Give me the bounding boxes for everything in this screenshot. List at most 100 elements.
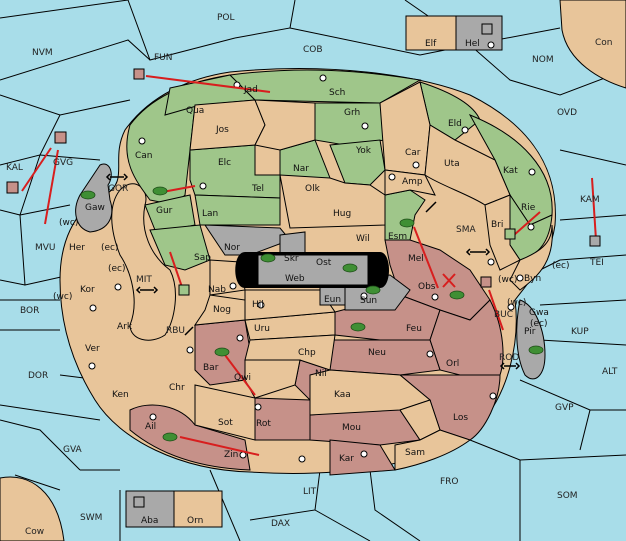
province-label: Neu [368, 348, 386, 358]
province-label: Hug [333, 209, 351, 219]
prov-sam [394, 429, 472, 471]
province-label: Hel [465, 39, 480, 49]
sea-label: GVP [555, 403, 574, 413]
sea-label: ROD [499, 353, 519, 363]
province-label: Feu [406, 324, 422, 334]
sea-label: TEI [589, 258, 604, 268]
prov-ail-zin [129, 404, 251, 471]
province-label: Kar [339, 454, 354, 464]
province-label: Gur [156, 206, 173, 216]
prov-nor [204, 224, 291, 256]
province-label: Esm [388, 232, 407, 242]
province-label: Ver [85, 344, 100, 354]
province-label: Sap [194, 253, 211, 263]
province-label: Rot [256, 419, 271, 429]
prov-uta [424, 124, 511, 206]
province-label: Elf [425, 39, 437, 49]
sea-label: COB [303, 45, 323, 55]
prov-sot [194, 384, 256, 441]
province-label: (ec) [108, 264, 126, 274]
province-label: Sam [405, 448, 425, 458]
province-label: Kaa [334, 390, 351, 400]
sea-label: MIT [136, 275, 152, 285]
sea-label: POL [217, 13, 235, 23]
sea-label: FRO [440, 477, 459, 487]
province-label: Nab [208, 285, 226, 295]
sea-label: KAM [580, 195, 600, 205]
supply-centers [88, 41, 536, 463]
province-label: Yok [355, 146, 372, 156]
province-label: Car [405, 148, 421, 158]
province-label: Los [453, 413, 468, 423]
province-label: Nog [213, 305, 231, 315]
prov-gaw [75, 163, 113, 233]
sea-label: SWM [80, 513, 102, 523]
province-label: Ail [145, 422, 156, 432]
province-label: Olk [305, 184, 321, 194]
province-label: (ec) [552, 261, 570, 271]
sea-label: NOM [532, 55, 554, 65]
prov-web-ost-inner [257, 254, 369, 286]
province-label: Nor [224, 243, 240, 253]
prov-pir [516, 299, 546, 380]
province-labels: Elf Hel Jad Sch Qua Jos Grh Eld Can Yok … [53, 39, 570, 526]
sea-label: LIT [303, 487, 317, 497]
province-label: Zin [224, 450, 238, 460]
province-label: Amp [402, 177, 423, 187]
province-label: Nar [293, 164, 309, 174]
province-label: Hil [252, 300, 264, 310]
province-label: Sch [329, 88, 345, 98]
province-label: Jad [243, 85, 258, 95]
prov-elc-tel [189, 144, 281, 199]
sea-label: RBU [166, 326, 185, 336]
sea-label: KUP [571, 327, 589, 337]
province-label: Wil [356, 234, 370, 244]
province-label: Lan [202, 209, 218, 219]
province-label: Rie [521, 203, 536, 213]
prov-chp [244, 334, 336, 371]
sea-label: FUN [154, 53, 173, 63]
sea-label: SOM [557, 491, 578, 501]
province-label: (wc) [53, 292, 72, 302]
island-elf [405, 15, 457, 51]
sea-label: MVU [35, 243, 56, 253]
province-label: Obs [418, 282, 436, 292]
province-label: Pir [524, 327, 536, 337]
province-label: Bri [491, 220, 503, 230]
province-label: Ken [112, 390, 129, 400]
continent [59, 68, 556, 476]
province-label: Orn [187, 516, 203, 526]
province-label: Sun [360, 296, 377, 306]
province-label: Uru [254, 324, 270, 334]
sea-label: BOR [20, 306, 39, 316]
prov-lan-zone [194, 194, 281, 226]
province-label: Gwa [529, 308, 549, 318]
province-label: Elc [218, 158, 231, 168]
sea-label: ALT [602, 367, 618, 377]
units [6, 23, 601, 508]
sea-label: SMA [456, 225, 476, 235]
sea-label: GVG [53, 158, 73, 168]
sea-label: GOR [108, 184, 128, 194]
prov-amp [384, 169, 436, 196]
province-label: Eld [448, 119, 462, 129]
prov-byn [509, 224, 553, 291]
province-label: Kat [503, 166, 518, 176]
sea-label: KAL [6, 163, 23, 173]
sea-label: NVM [32, 48, 53, 58]
prov-eld [419, 81, 481, 141]
province-label: Mel [408, 254, 424, 264]
province-label: Chp [298, 348, 316, 358]
island-orn [173, 490, 223, 528]
province-label: Mou [342, 423, 361, 433]
province-label: Qwi [234, 373, 251, 383]
province-label: Orl [446, 359, 459, 369]
prov-jos-east [254, 99, 316, 151]
province-label: Ost [316, 258, 332, 268]
sea-labels: POL COB NVM FUN NOM Con OVD KAL GVG GOR … [6, 13, 618, 537]
order-arrows [21, 75, 597, 456]
province-label: Byn [524, 274, 541, 284]
